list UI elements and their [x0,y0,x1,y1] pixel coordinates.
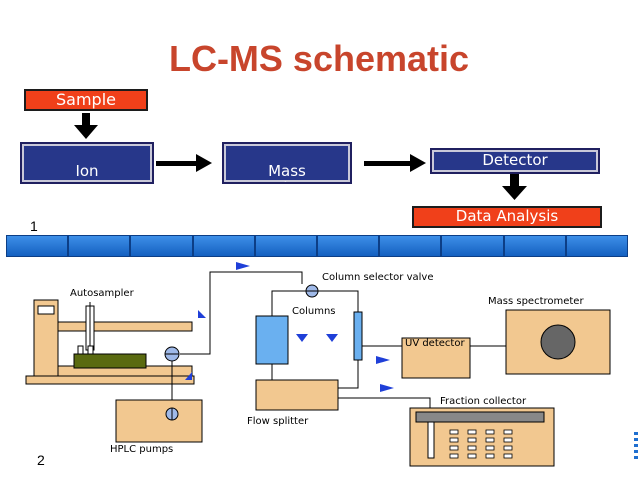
divider-segment [379,235,442,257]
flow-arrow-icon [185,372,192,380]
column-selector-valve-label: Column selector valve [322,272,434,283]
arrow-down-icon [74,113,98,139]
arrow-right-icon [156,154,212,172]
flow-arrow-icon [198,310,206,318]
divider-segment [254,235,318,257]
divider-segment [441,235,504,257]
autosampler [25,299,195,385]
flow-arrows [74,113,527,200]
uv-detector [401,337,471,379]
flow-arrow-icon [296,334,308,342]
flow-arrow-icon [236,262,250,270]
divider-segment [6,235,69,257]
columns-label: Columns [292,306,336,317]
lcms-schematic: Autosampler Column selector valve Column… [25,262,611,467]
mass-spectrometer-label: Mass spectrometer [488,296,584,307]
divider-segment [130,235,193,257]
arrow-down-icon [502,174,527,200]
detector-label: Detector [482,151,548,169]
panel-number-1: 1 [30,218,38,234]
column-large [255,315,289,365]
flow-splitter [255,379,339,411]
divider-segment [503,235,566,257]
flow-diagram-panel: Sample Ion Source Mass Analyzer Detector [6,86,628,234]
uv-detector-label: UV detector [405,338,465,349]
divider-bar [6,235,629,257]
data-analysis-box: Data Analysis [412,206,602,228]
divider-segment [565,235,629,257]
flow-arrow-icon [376,356,390,364]
ms-inlet-icon [540,324,576,360]
arrow-right-icon [364,154,426,172]
panel-number-2: 2 [37,452,45,468]
data-analysis-label: Data Analysis [455,207,559,225]
hplc-pumps [115,399,203,443]
flow-arrow-icon [380,384,394,392]
hplc-pumps-label: HPLC pumps [110,444,173,455]
edge-decoration [634,432,638,462]
page-title: LC-MS schematic [168,38,470,79]
mass-analyzer-box: Mass Analyzer [222,142,352,197]
ion-source-label: Ion Source [61,162,113,197]
sample-label: Sample [56,90,116,109]
divider-segment [68,235,131,257]
ion-source-box: Ion Source [20,142,154,197]
flow-direction-arrows [185,262,394,392]
flow-splitter-label: Flow splitter [247,416,309,427]
divider-segment [317,235,380,257]
fraction-collector-label: Fraction collector [440,396,527,407]
column-small [353,311,363,361]
sample-box: Sample [24,89,148,111]
fraction-tubes [449,429,513,459]
detector-box: Detector [430,148,600,174]
mass-analyzer-label: Mass Analyzer [254,162,320,197]
divider-segment [192,235,255,257]
autosampler-label: Autosampler [70,288,135,299]
flow-arrow-icon [326,334,338,342]
